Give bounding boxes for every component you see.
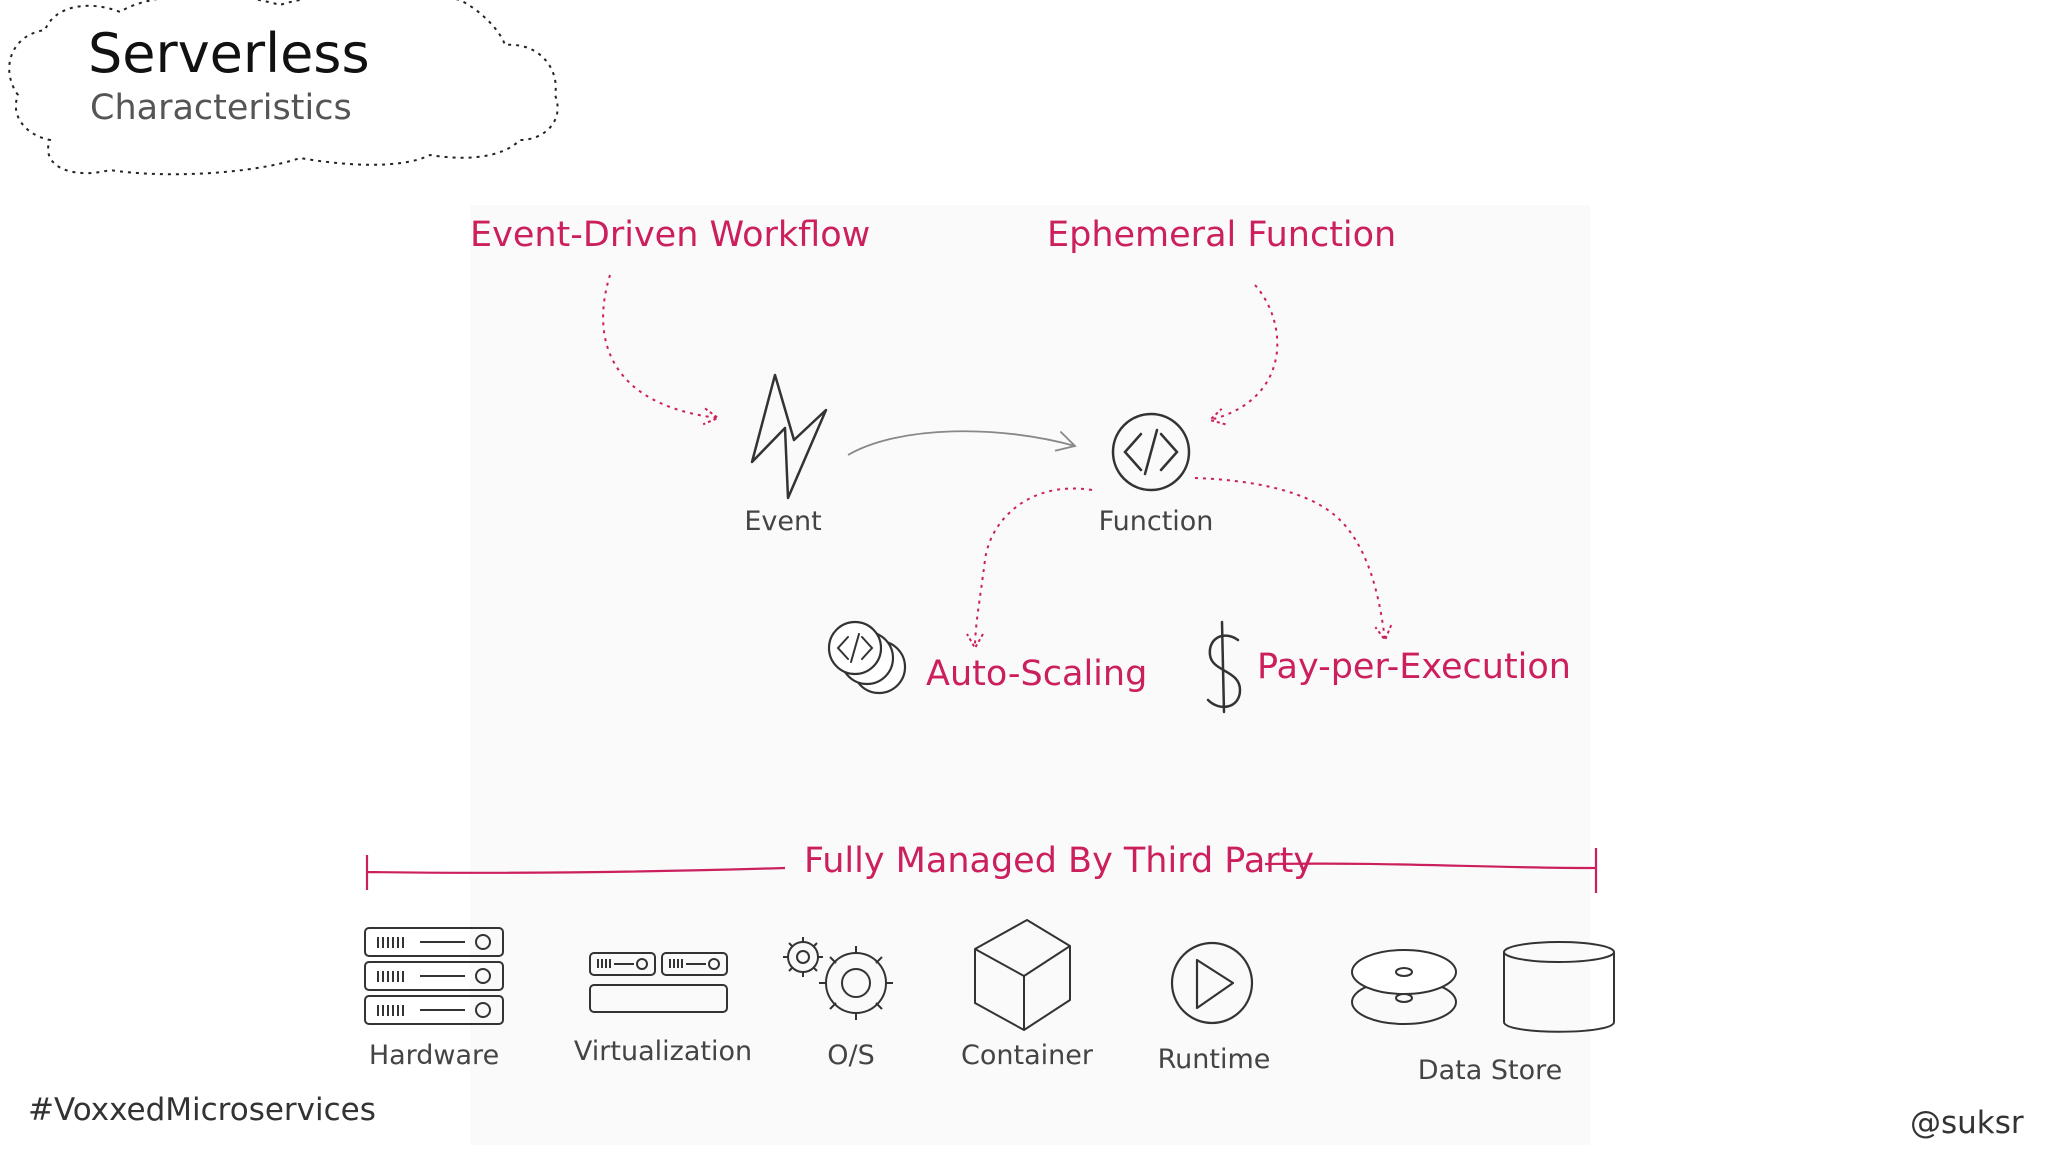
twitter-handle: @suksr [1910,1105,2024,1141]
event-driven-workflow-label: Event-Driven Workflow [470,215,871,255]
data-store-label: Data Store [1417,1055,1563,1086]
runtime-label: Runtime [1157,1044,1271,1075]
database-cylinder-icon [1503,941,1615,1033]
container-label: Container [961,1040,1093,1071]
pay-per-execution-label: Pay-per-Execution [1257,647,1571,687]
code-function-icon [1111,412,1191,492]
function-label: Function [1098,506,1214,537]
container-cube-icon [974,919,1071,1031]
fully-managed-label: Fully Managed By Third Party [804,841,1315,881]
page-subtitle: Characteristics [90,88,352,128]
dollar-icon [1206,620,1242,714]
title-cloud-outline [8,0,559,176]
disks-icon [1351,949,1457,1025]
ephemeral-function-label: Ephemeral Function [1047,215,1397,255]
arrow-function-to-autoscaling [975,487,1093,648]
gears-icon [783,937,893,1020]
hardware-label: Hardware [368,1040,500,1071]
arrow-workflow-to-event [602,274,718,418]
virtualization-icon [589,952,728,1013]
lightning-icon [750,373,828,500]
auto-scaling-label: Auto-Scaling [926,654,1148,694]
virtualization-label: Virtualization [573,1036,753,1067]
arrow-function-to-payment [1194,477,1385,640]
managed-bracket [365,848,1598,893]
runtime-play-icon [1170,941,1254,1025]
arrow-ephemeral-to-function [1210,284,1279,420]
stacked-functions-icon [827,620,907,695]
page-title: Serverless [88,22,370,85]
hardware-server-icon [364,927,504,1025]
os-label: O/S [827,1040,875,1071]
event-label: Event [744,506,822,537]
arrow-event-to-function [847,430,1077,456]
hashtag-text: #VoxxedMicroservices [28,1092,376,1128]
